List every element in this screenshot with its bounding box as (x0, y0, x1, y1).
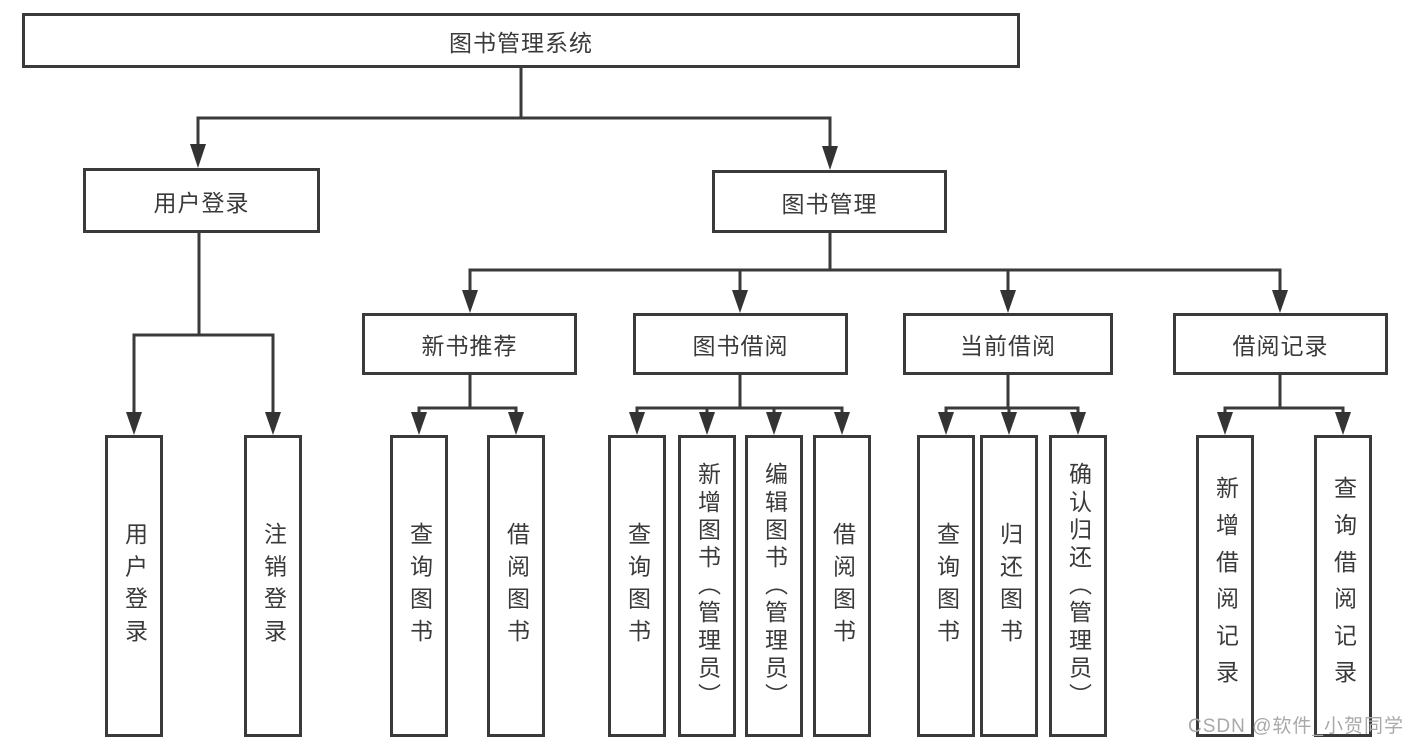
node-root: 图书管理系统 (22, 13, 1020, 68)
leaf-current-query-book: 查询图书 (917, 435, 975, 737)
leaf-rec-borrow-book: 借阅图书 (487, 435, 545, 737)
leaf-borrow-borrow-book: 借阅图书 (813, 435, 871, 737)
node-current-borrow: 当前借阅 (903, 313, 1113, 375)
leaf-current-return-book: 归还图书 (980, 435, 1038, 737)
node-borrow-records: 借阅记录 (1173, 313, 1388, 375)
leaf-borrow-add-book-admin: 新增图书（管理员） (678, 435, 736, 737)
leaf-borrow-edit-book-admin: 编辑图书（管理员） (745, 435, 803, 737)
leaf-borrow-query-book: 查询图书 (608, 435, 666, 737)
leaf-rec-query-book: 查询图书 (390, 435, 448, 737)
leaf-current-confirm-return-admin: 确认归还（管理员） (1049, 435, 1107, 737)
node-new-book-recommend: 新书推荐 (362, 313, 577, 375)
node-book-management: 图书管理 (712, 170, 947, 233)
leaf-logout: 注销登录 (244, 435, 302, 737)
node-book-borrow: 图书借阅 (633, 313, 848, 375)
leaf-records-add-record: 新增借阅记录 (1196, 435, 1254, 737)
node-user-login: 用户登录 (83, 168, 320, 233)
csdn-watermark: CSDN @软件_小贺同学 (1188, 716, 1404, 737)
leaf-user-login: 用户登录 (105, 435, 163, 737)
leaf-records-query-record: 查询借阅记录 (1314, 435, 1372, 737)
